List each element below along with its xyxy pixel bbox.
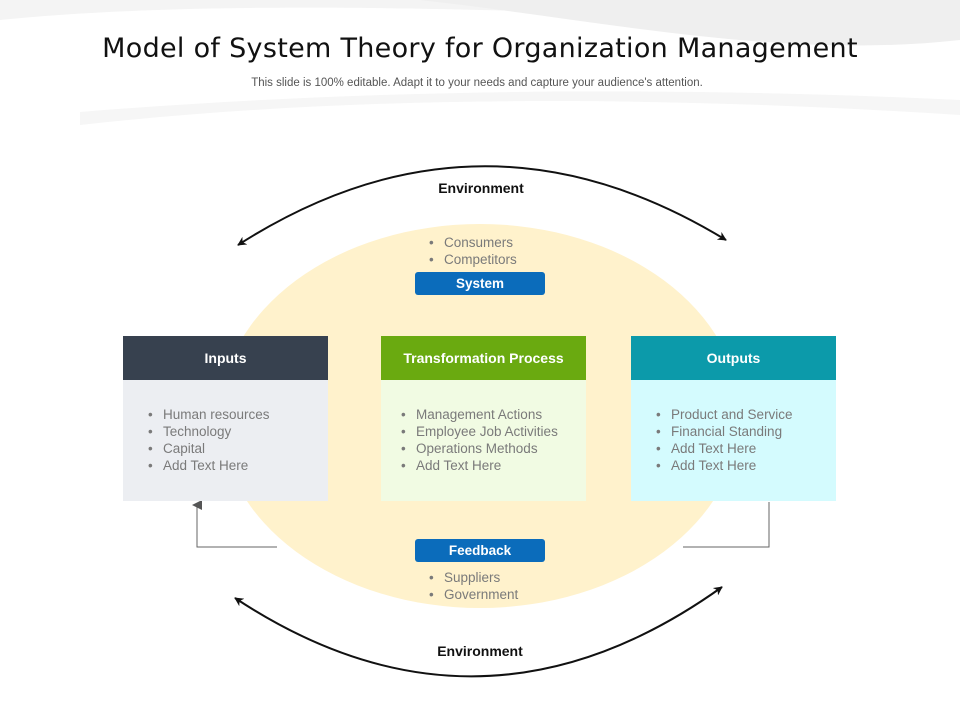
feedback-connector-left bbox=[192, 500, 277, 548]
list-item: Operations Methods bbox=[401, 440, 558, 457]
transformation-box: Transformation Process Management Action… bbox=[381, 336, 586, 501]
page-subtitle: This slide is 100% editable. Adapt it to… bbox=[251, 77, 703, 89]
outputs-header: Outputs bbox=[631, 336, 836, 380]
list-item: Government bbox=[429, 586, 518, 603]
list-item: Management Actions bbox=[401, 406, 558, 423]
list-item: Financial Standing bbox=[656, 423, 793, 440]
system-label: System bbox=[415, 272, 545, 295]
list-item: Add Text Here bbox=[656, 457, 793, 474]
feedback-connector-right bbox=[683, 502, 770, 548]
feedback-label: Feedback bbox=[415, 539, 545, 562]
inputs-body: Human resources Technology Capital Add T… bbox=[123, 380, 328, 501]
list-item: Add Text Here bbox=[656, 440, 793, 457]
list-item: Add Text Here bbox=[401, 457, 558, 474]
transformation-list: Management Actions Employee Job Activiti… bbox=[401, 406, 558, 474]
outputs-box: Outputs Product and Service Financial St… bbox=[631, 336, 836, 501]
inputs-header: Inputs bbox=[123, 336, 328, 380]
list-item: Competitors bbox=[429, 251, 517, 268]
list-item: Employee Job Activities bbox=[401, 423, 558, 440]
feedback-list: Suppliers Government bbox=[429, 569, 518, 603]
list-item: Technology bbox=[148, 423, 270, 440]
inputs-list: Human resources Technology Capital Add T… bbox=[148, 406, 270, 474]
environment-top-list: Consumers Competitors bbox=[429, 234, 517, 268]
background-swoosh bbox=[0, 0, 960, 125]
environment-top-label: Environment bbox=[438, 180, 524, 196]
list-item: Human resources bbox=[148, 406, 270, 423]
list-item: Capital bbox=[148, 440, 270, 457]
transformation-header: Transformation Process bbox=[381, 336, 586, 380]
inputs-box: Inputs Human resources Technology Capita… bbox=[123, 336, 328, 501]
environment-bottom-arrow bbox=[234, 586, 723, 678]
environment-bottom-label: Environment bbox=[437, 643, 523, 659]
list-item: Suppliers bbox=[429, 569, 518, 586]
page-title: Model of System Theory for Organization … bbox=[102, 33, 858, 64]
outputs-list: Product and Service Financial Standing A… bbox=[656, 406, 793, 474]
list-item: Consumers bbox=[429, 234, 517, 251]
outputs-body: Product and Service Financial Standing A… bbox=[631, 380, 836, 501]
environment-top-arrow bbox=[237, 165, 727, 246]
list-item: Add Text Here bbox=[148, 457, 270, 474]
list-item: Product and Service bbox=[656, 406, 793, 423]
transformation-body: Management Actions Employee Job Activiti… bbox=[381, 380, 586, 501]
